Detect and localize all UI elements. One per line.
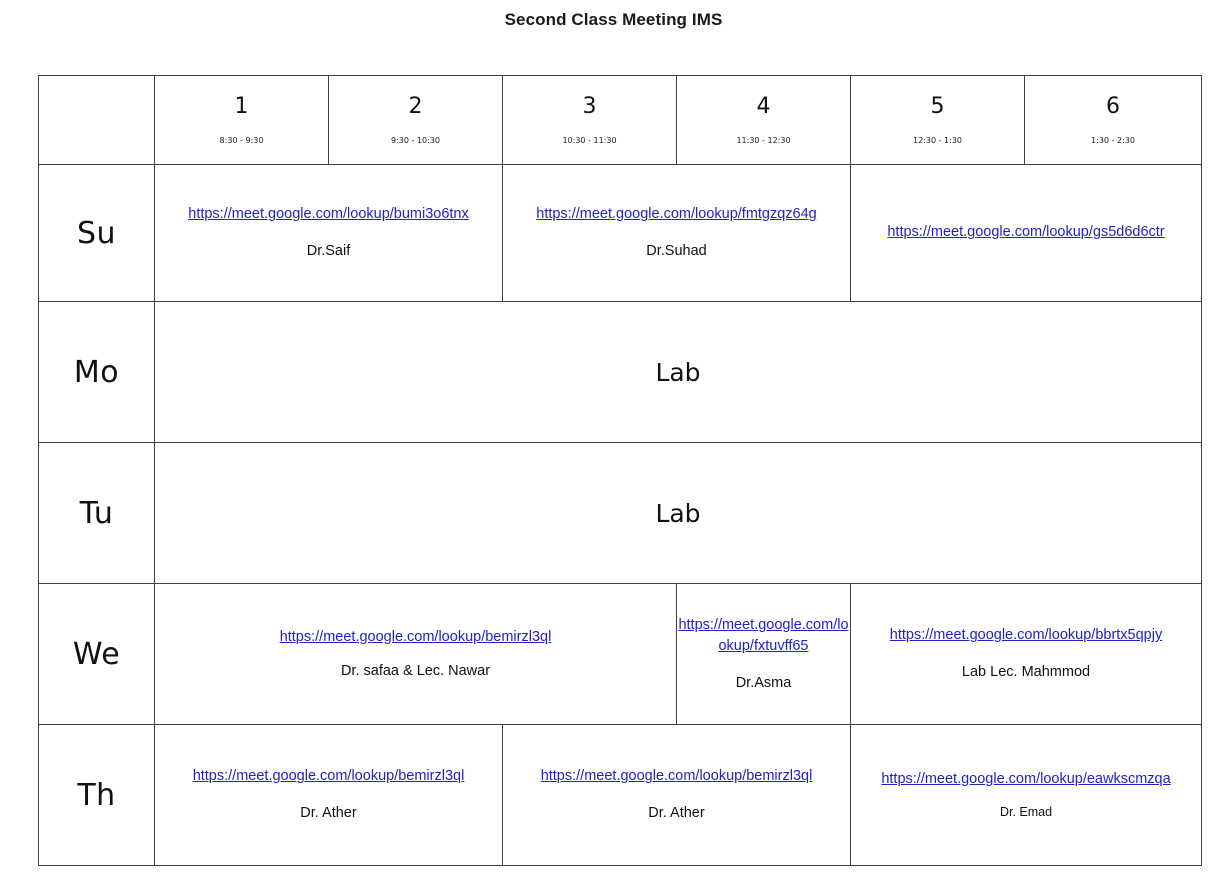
lab-label: Lab <box>655 498 701 528</box>
table-row-monday: Mo Lab <box>38 301 1202 443</box>
table-row-sunday: Su https://meet.google.com/lookup/bumi3o… <box>38 164 1202 302</box>
meet-link[interactable]: https://meet.google.com/lookup/gs5d6d6ct… <box>887 224 1165 241</box>
meet-link[interactable]: https://meet.google.com/lookup/bemirzl3q… <box>192 768 465 785</box>
session-cell-th-1: https://meet.google.com/lookup/bemirzl3q… <box>154 724 503 866</box>
period-time: 12:30 - 1:30 <box>913 135 962 145</box>
instructor-label: Lab Lec. Mahmmod <box>961 664 1091 681</box>
header-period-2: 2 9:30 - 10:30 <box>328 75 503 165</box>
meet-link[interactable]: https://meet.google.com/lookup/bbrtx5qpj… <box>889 627 1163 644</box>
day-label: Su <box>76 215 117 251</box>
session-cell-we-1: https://meet.google.com/lookup/bemirzl3q… <box>154 583 677 725</box>
table-row-tuesday: Tu Lab <box>38 442 1202 584</box>
meet-link[interactable]: https://meet.google.com/lookup/bemirzl3q… <box>540 768 813 785</box>
day-label-cell-su: Su <box>38 164 155 302</box>
meet-link[interactable]: https://meet.google.com/lookup/bemirzl3q… <box>279 628 552 645</box>
instructor-label: Dr.Saif <box>306 243 351 260</box>
period-number: 4 <box>756 94 771 120</box>
period-time: 1:30 - 2:30 <box>1091 135 1135 145</box>
meet-link[interactable]: https://meet.google.com/lookup/fxtuvff65 <box>678 616 849 654</box>
session-cell-we-3: https://meet.google.com/lookup/bbrtx5qpj… <box>850 583 1202 725</box>
header-period-1: 1 8:30 - 9:30 <box>154 75 329 165</box>
period-number: 5 <box>930 94 945 120</box>
session-cell-mo-lab: Lab <box>154 301 1202 443</box>
header-period-6: 6 1:30 - 2:30 <box>1024 75 1202 165</box>
meet-link[interactable]: https://meet.google.com/lookup/bumi3o6tn… <box>188 206 469 223</box>
day-label: Mo <box>73 354 120 390</box>
day-label: Tu <box>79 495 114 531</box>
header-corner-cell <box>38 75 155 165</box>
header-period-4: 4 11:30 - 12:30 <box>676 75 851 165</box>
day-label-cell-th: Th <box>38 724 155 866</box>
table-header-row: 1 8:30 - 9:30 2 9:30 - 10:30 3 10:30 - 1… <box>38 75 1202 165</box>
instructor-label: Dr. safaa & Lec. Nawar <box>340 662 491 679</box>
table-row-thursday: Th https://meet.google.com/lookup/bemirz… <box>38 724 1202 866</box>
day-label-cell-we: We <box>38 583 155 725</box>
lab-label: Lab <box>655 357 701 387</box>
instructor-label: Dr.Suhad <box>646 243 707 260</box>
class-schedule-table: 1 8:30 - 9:30 2 9:30 - 10:30 3 10:30 - 1… <box>38 75 1202 866</box>
page-title: Second Class Meeting IMS <box>504 10 723 29</box>
session-cell-th-2: https://meet.google.com/lookup/bemirzl3q… <box>502 724 851 866</box>
table-row-wednesday: We https://meet.google.com/lookup/bemirz… <box>38 583 1202 725</box>
period-number: 2 <box>408 94 423 120</box>
instructor-label: Dr. Ather <box>300 805 357 822</box>
day-label-cell-tu: Tu <box>38 442 155 584</box>
instructor-label: Dr.Asma <box>735 674 792 691</box>
session-cell-su-1: https://meet.google.com/lookup/bumi3o6tn… <box>154 164 503 302</box>
session-cell-su-3: https://meet.google.com/lookup/gs5d6d6ct… <box>850 164 1202 302</box>
period-time: 8:30 - 9:30 <box>219 135 264 145</box>
period-time: 11:30 - 12:30 <box>736 135 791 145</box>
day-label: Th <box>77 777 116 813</box>
period-number: 1 <box>234 94 249 120</box>
session-cell-th-3: https://meet.google.com/lookup/eawkscmzq… <box>850 724 1202 866</box>
instructor-label: Dr. Emad <box>999 804 1053 819</box>
period-number: 3 <box>582 94 597 120</box>
day-label-cell-mo: Mo <box>38 301 155 443</box>
period-number: 6 <box>1106 94 1120 120</box>
meet-link[interactable]: https://meet.google.com/lookup/eawkscmzq… <box>881 770 1171 787</box>
instructor-label: Dr. Ather <box>648 805 705 822</box>
header-period-3: 3 10:30 - 11:30 <box>502 75 677 165</box>
header-period-5: 5 12:30 - 1:30 <box>850 75 1025 165</box>
period-time: 9:30 - 10:30 <box>391 135 440 145</box>
session-cell-su-2: https://meet.google.com/lookup/fmtgzqz64… <box>502 164 851 302</box>
session-cell-we-2: https://meet.google.com/lookup/fxtuvff65… <box>676 583 851 725</box>
day-label: We <box>72 636 121 672</box>
meet-link[interactable]: https://meet.google.com/lookup/fmtgzqz64… <box>536 206 817 223</box>
session-cell-tu-lab: Lab <box>154 442 1202 584</box>
period-time: 10:30 - 11:30 <box>562 135 617 145</box>
